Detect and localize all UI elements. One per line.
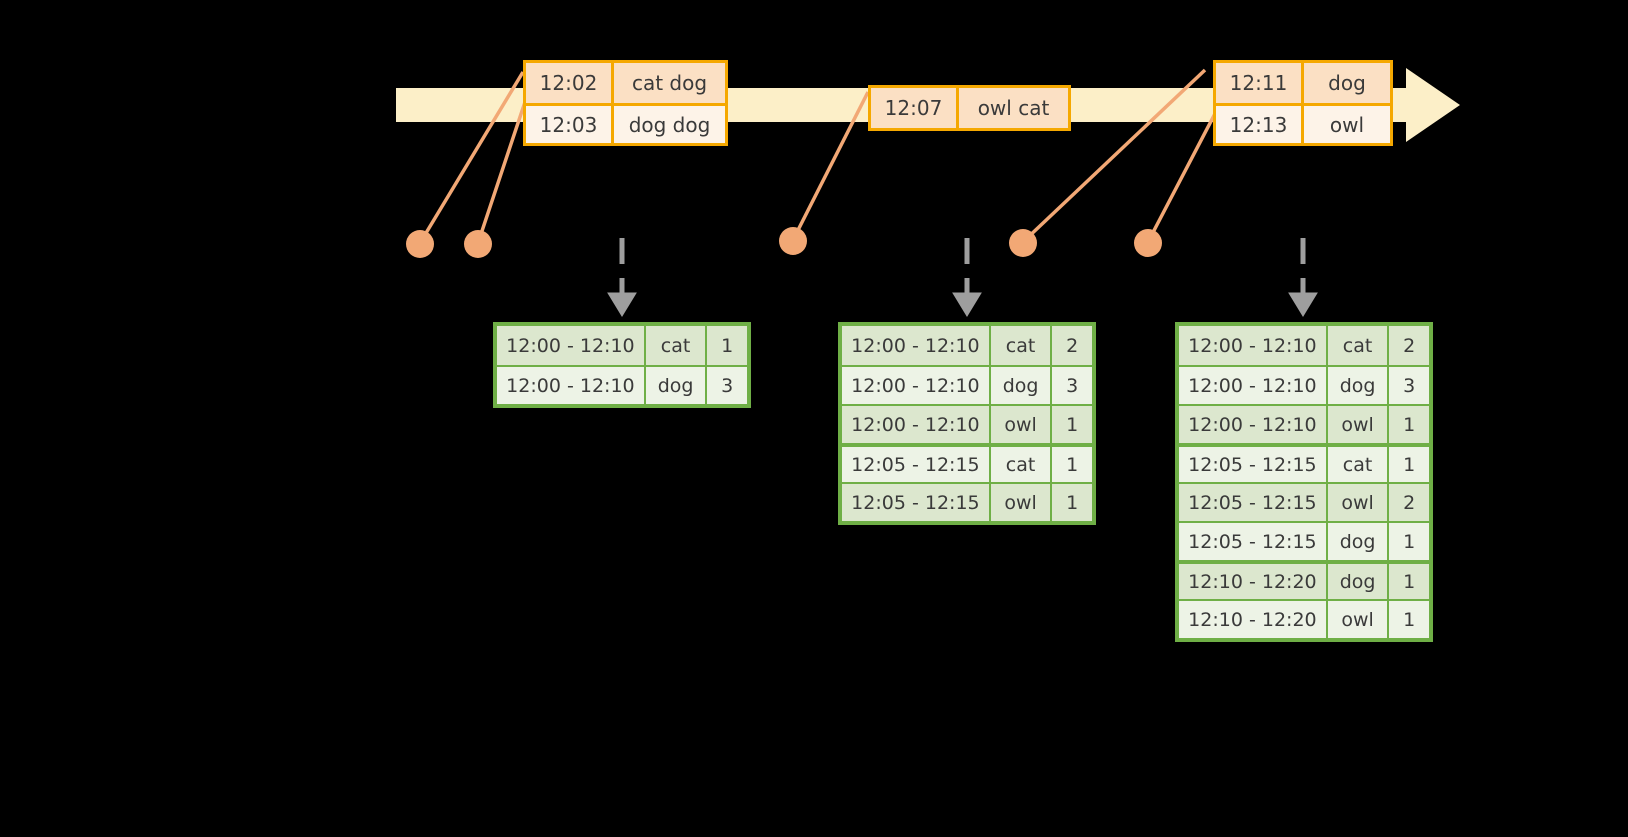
result-table-2[interactable]: 12:00 - 12:10 cat 2 12:00 - 12:10 dog 3 …	[838, 322, 1096, 525]
table-row[interactable]: 12:05 - 12:15 dog 1	[1179, 521, 1429, 560]
cell-window: 12:05 - 12:15	[1179, 447, 1328, 482]
table-row[interactable]: 12:00 - 12:10 owl 1	[842, 404, 1092, 443]
table-row[interactable]: 12:05 - 12:15 owl 2	[1179, 482, 1429, 521]
cell-count: 1	[707, 326, 747, 365]
cell-word: cat	[990, 326, 1053, 365]
table-row[interactable]: 12:00 - 12:10 cat 1	[497, 326, 747, 365]
cell-count: 3	[1389, 367, 1429, 404]
table-row[interactable]: 12:00 - 12:10 dog 3	[497, 365, 747, 404]
event-time: 12:03	[526, 106, 614, 143]
cell-word: owl	[1327, 484, 1390, 521]
table-row[interactable]: 12:05 - 12:15 owl 1	[842, 482, 1092, 521]
cell-window: 12:00 - 12:10	[1179, 367, 1328, 404]
connector-dot	[406, 230, 434, 258]
table-row[interactable]: 12:00 - 12:10 owl 1	[1179, 404, 1429, 443]
event-words: cat dog	[614, 63, 725, 103]
cell-count: 2	[1389, 326, 1429, 365]
cell-window: 12:10 - 12:20	[1179, 601, 1328, 638]
table-row[interactable]: 12:05 - 12:15 cat 1	[842, 443, 1092, 482]
event-row[interactable]: 12:07 owl cat	[871, 88, 1068, 128]
cell-window: 12:00 - 12:10	[1179, 406, 1328, 443]
cell-word: dog	[990, 367, 1053, 404]
cell-count: 1	[1389, 406, 1429, 443]
cell-word: cat	[1327, 447, 1390, 482]
table-row[interactable]: 12:00 - 12:10 cat 2	[1179, 326, 1429, 365]
result-table-3[interactable]: 12:00 - 12:10 cat 2 12:00 - 12:10 dog 3 …	[1175, 322, 1433, 642]
cell-count: 3	[1052, 367, 1092, 404]
cell-word: cat	[1327, 326, 1390, 365]
cell-count: 1	[1389, 523, 1429, 560]
table-row[interactable]: 12:05 - 12:15 cat 1	[1179, 443, 1429, 482]
table-row[interactable]: 12:00 - 12:10 dog 3	[1179, 365, 1429, 404]
cell-word: owl	[990, 484, 1053, 521]
event-words: dog dog	[614, 106, 725, 143]
cell-word: cat	[990, 447, 1053, 482]
cell-window: 12:05 - 12:15	[1179, 484, 1328, 521]
event-row[interactable]: 12:13 owl	[1216, 103, 1390, 143]
event-words: owl cat	[959, 88, 1068, 128]
event-time: 12:07	[871, 88, 959, 128]
table-row[interactable]: 12:10 - 12:20 dog 1	[1179, 560, 1429, 599]
connector-dots	[406, 227, 1162, 258]
cell-count: 2	[1052, 326, 1092, 365]
event-words: owl	[1304, 106, 1390, 143]
connector-dot	[1134, 229, 1162, 257]
event-row[interactable]: 12:11 dog	[1216, 63, 1390, 103]
event-time: 12:11	[1216, 63, 1304, 103]
cell-count: 1	[1052, 447, 1092, 482]
cell-window: 12:05 - 12:15	[842, 484, 991, 521]
cell-word: owl	[1327, 601, 1390, 638]
cell-window: 12:00 - 12:10	[842, 326, 991, 365]
cell-window: 12:05 - 12:15	[1179, 523, 1328, 560]
cell-word: owl	[990, 406, 1053, 443]
cell-count: 1	[1389, 447, 1429, 482]
cell-window: 12:00 - 12:10	[1179, 326, 1328, 365]
connector-dot	[464, 230, 492, 258]
event-box-group-1[interactable]: 12:02 cat dog 12:03 dog dog	[523, 60, 728, 146]
cell-count: 1	[1389, 564, 1429, 599]
dashed-arrows	[607, 238, 1318, 317]
event-row[interactable]: 12:02 cat dog	[526, 63, 725, 103]
table-row[interactable]: 12:00 - 12:10 cat 2	[842, 326, 1092, 365]
cell-word: cat	[645, 326, 708, 365]
cell-word: dog	[1327, 523, 1390, 560]
event-box-group-2[interactable]: 12:07 owl cat	[868, 85, 1071, 131]
event-row[interactable]: 12:03 dog dog	[526, 103, 725, 143]
event-time: 12:13	[1216, 106, 1304, 143]
cell-word: owl	[1327, 406, 1390, 443]
event-box-group-3[interactable]: 12:11 dog 12:13 owl	[1213, 60, 1393, 146]
cell-word: dog	[1327, 564, 1390, 599]
cell-window: 12:10 - 12:20	[1179, 564, 1328, 599]
cell-count: 1	[1052, 406, 1092, 443]
cell-count: 1	[1052, 484, 1092, 521]
cell-window: 12:00 - 12:10	[842, 406, 991, 443]
cell-window: 12:00 - 12:10	[842, 367, 991, 404]
cell-window: 12:05 - 12:15	[842, 447, 991, 482]
cell-window: 12:00 - 12:10	[497, 326, 646, 365]
cell-word: dog	[1327, 367, 1390, 404]
cell-count: 3	[707, 367, 747, 404]
connector-dot	[779, 227, 807, 255]
cell-count: 1	[1389, 601, 1429, 638]
cell-count: 2	[1389, 484, 1429, 521]
event-time: 12:02	[526, 63, 614, 103]
cell-window: 12:00 - 12:10	[497, 367, 646, 404]
table-row[interactable]: 12:00 - 12:10 dog 3	[842, 365, 1092, 404]
connector-dot	[1009, 229, 1037, 257]
event-words: dog	[1304, 63, 1390, 103]
table-row[interactable]: 12:10 - 12:20 owl 1	[1179, 599, 1429, 638]
result-table-1[interactable]: 12:00 - 12:10 cat 1 12:00 - 12:10 dog 3	[493, 322, 751, 408]
cell-word: dog	[645, 367, 708, 404]
